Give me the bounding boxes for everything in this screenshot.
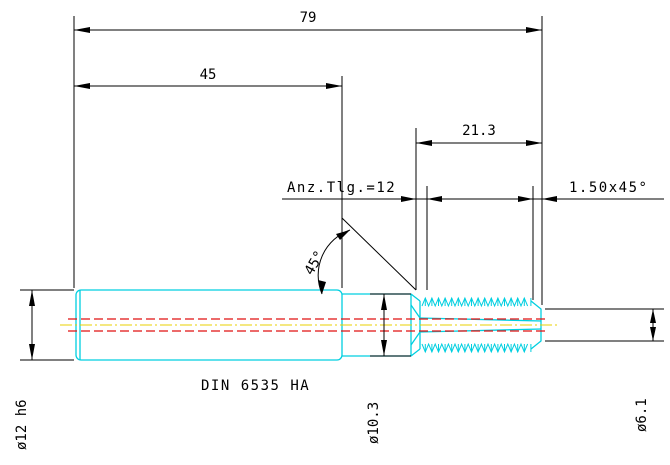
dim-text-tooth-count: Anz.Tlg.=12 [287, 180, 396, 196]
extension-lines [20, 16, 664, 361]
dim-text-dia-10-3: ø10.3 [366, 402, 382, 444]
dim-text-dia-6-1: ø6.1 [634, 398, 650, 432]
thread-teeth-top [421, 296, 532, 308]
standard-label: DIN 6535 HA [201, 378, 310, 394]
arrowheads [29, 27, 656, 360]
dim-text-21-3: 21.3 [462, 123, 496, 139]
thread-profile-bottom [421, 342, 529, 354]
dim-text-79: 79 [300, 10, 317, 26]
dim-text-chamfer: 1.50x45° [569, 180, 648, 196]
dim-text-dia-12: ø12 h6 [14, 399, 30, 450]
thread-profile-top [421, 296, 529, 308]
dim-text-45: 45 [200, 67, 217, 83]
thread-teeth-bottom [421, 342, 532, 354]
angle-leg [341, 217, 417, 291]
flute-lead [410, 304, 421, 346]
dimension-lines [31, 29, 664, 360]
